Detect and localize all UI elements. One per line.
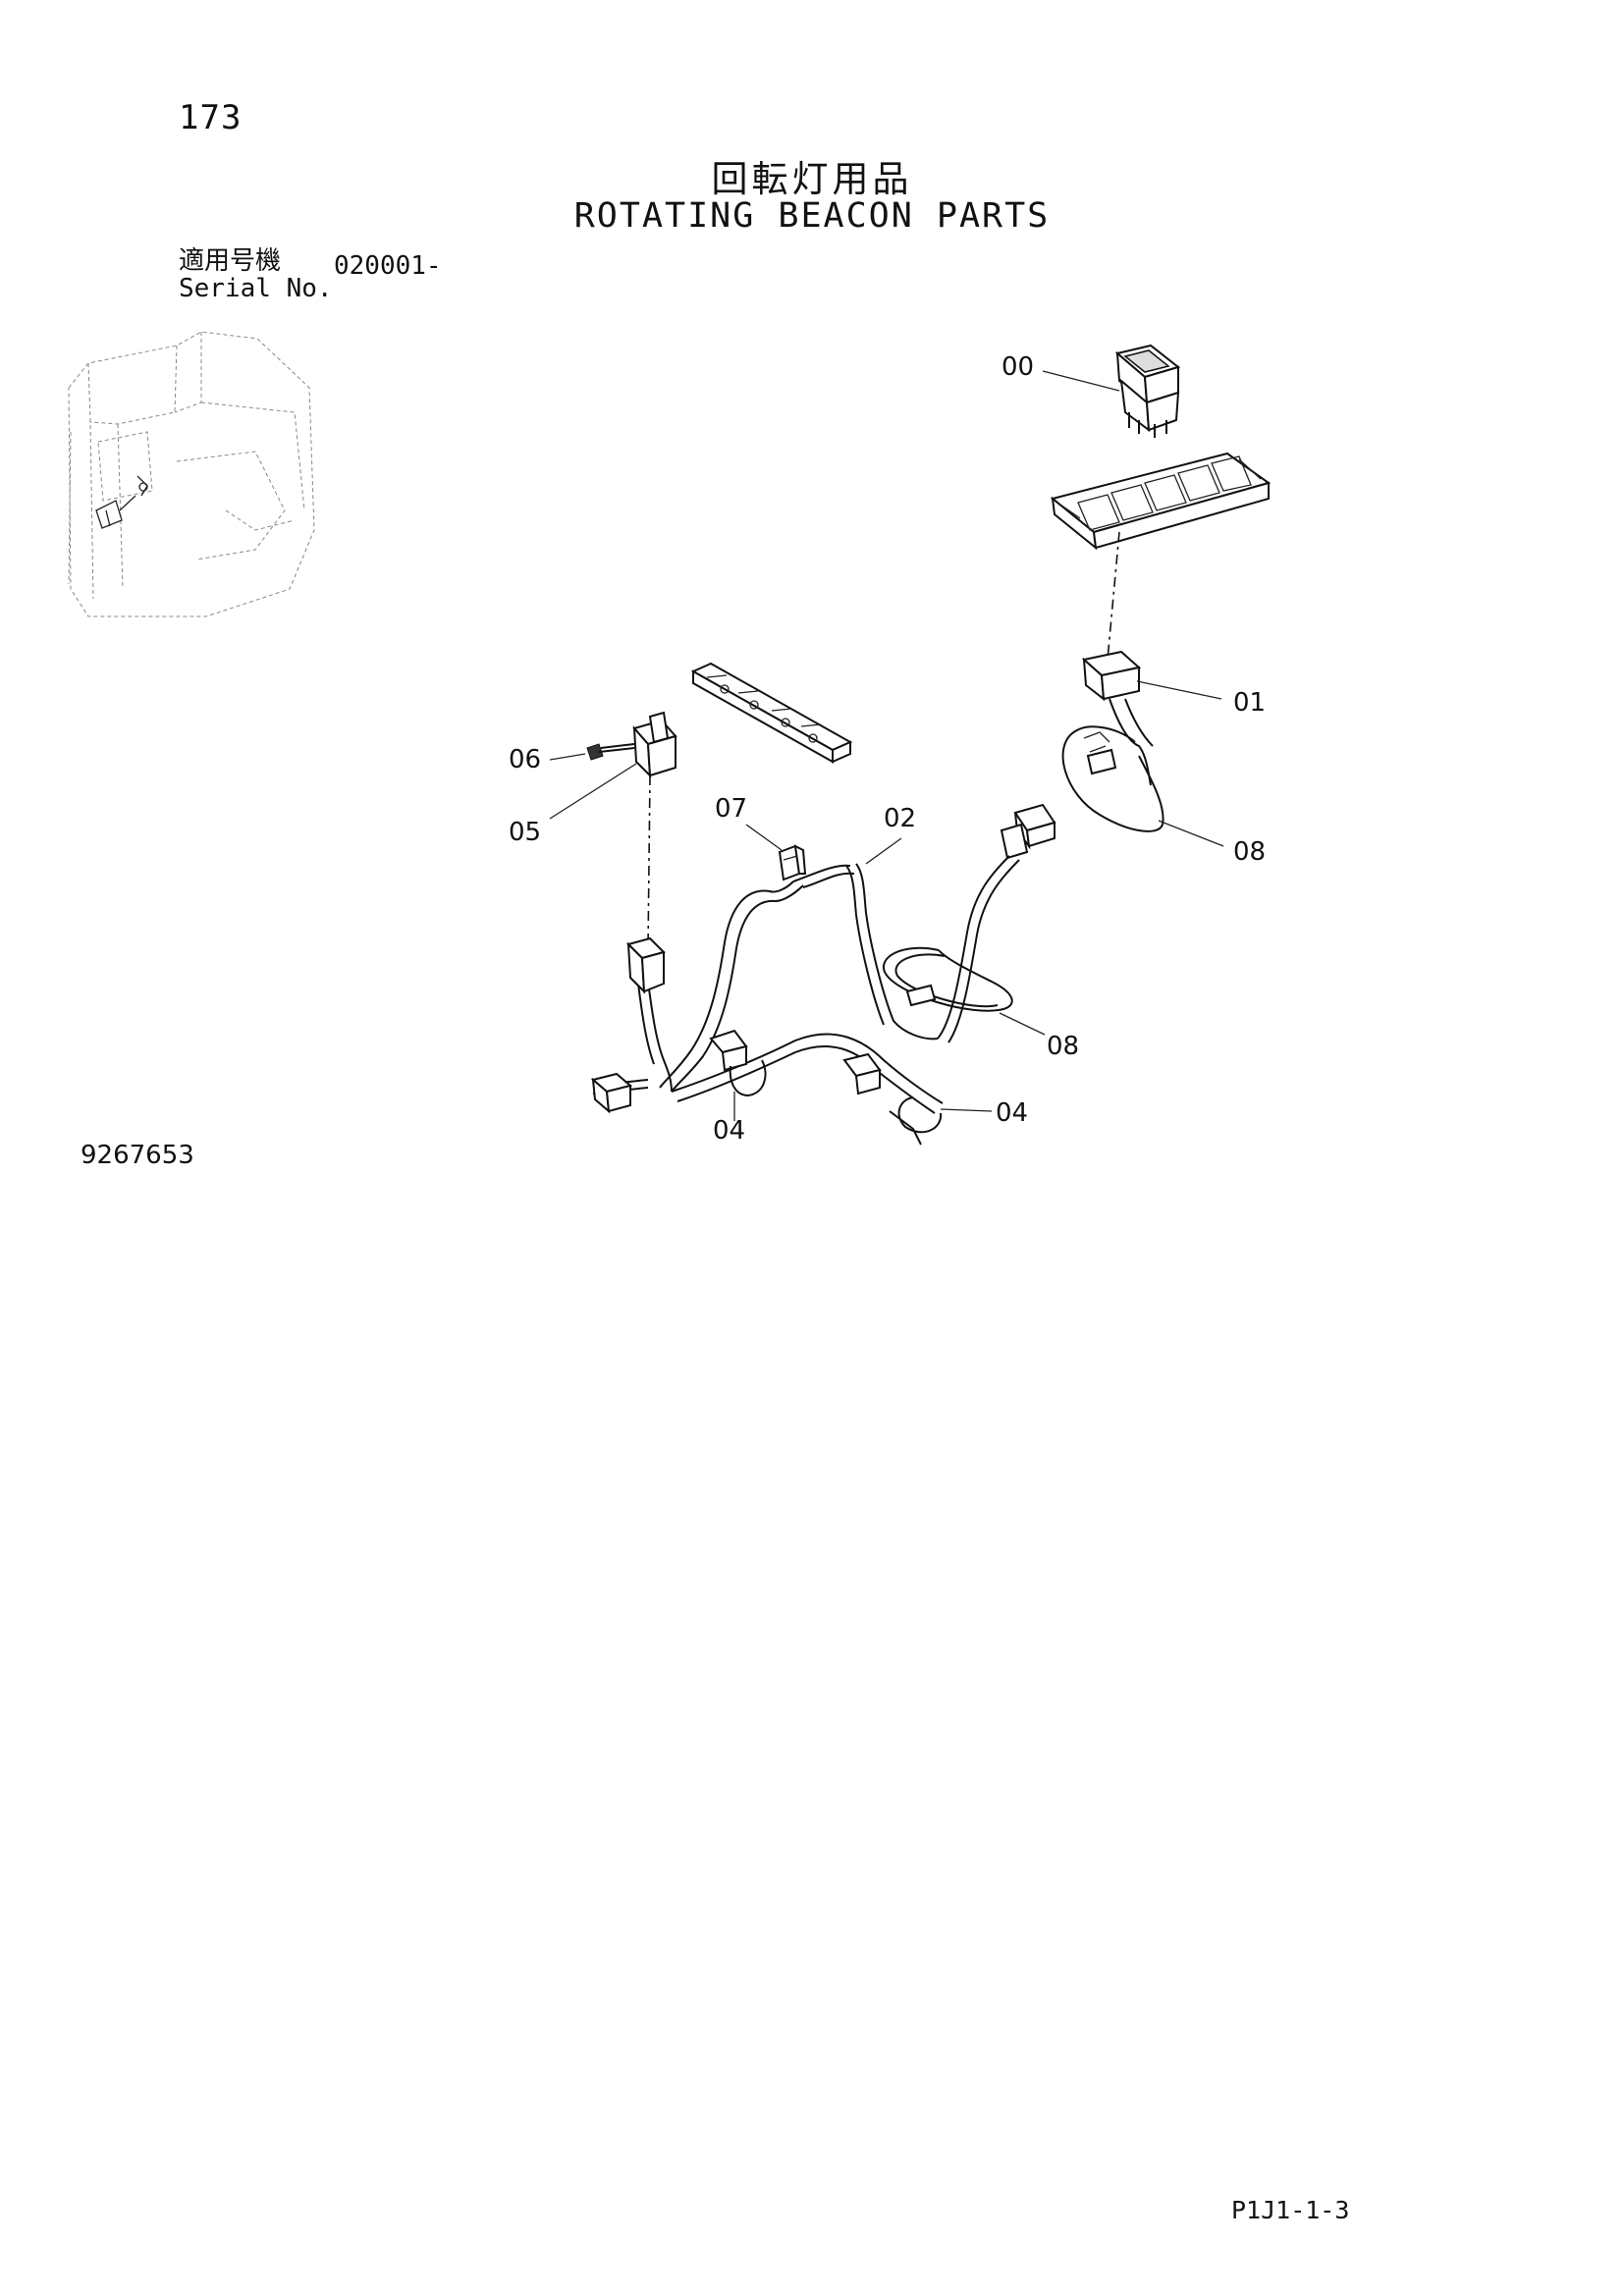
- callout-04-right: 04: [996, 1098, 1028, 1128]
- page-code: P1J1-1-3: [1231, 2196, 1350, 2224]
- page-title-japanese: 回転灯用品: [711, 158, 913, 200]
- callout-08-center: 08: [1047, 1032, 1079, 1061]
- page-title: ROTATING BEACON PARTS: [573, 196, 1051, 236]
- cab-overview-sketch: [68, 331, 315, 617]
- callout-05: 05: [509, 818, 541, 847]
- serial-label-japanese: 適用号機: [179, 246, 282, 276]
- clip-part-07: [778, 844, 807, 881]
- relay-socket-connector: [626, 936, 666, 994]
- serial-label-english: Serial No.: [179, 274, 333, 303]
- band-part-08: [883, 946, 1013, 1012]
- relay-part-05: [632, 711, 677, 778]
- callout-01: 01: [1233, 688, 1266, 718]
- callout-06: 06: [509, 745, 541, 774]
- connector-part-01: [1081, 650, 1142, 702]
- page-number: 173: [179, 98, 243, 137]
- callout-00: 00: [1001, 352, 1034, 382]
- wire-harness-part: [592, 855, 1020, 1114]
- clamp-part-04-right: [842, 1052, 943, 1146]
- switch-panel: [1050, 452, 1272, 551]
- bolt-part-06: [586, 743, 635, 761]
- end-connector-left: [590, 1072, 633, 1114]
- serial-label: 適用号機 Serial No.: [179, 247, 333, 302]
- switch-part: [1114, 344, 1181, 438]
- callout-04-left: 04: [713, 1116, 745, 1146]
- connector-part-right: [1000, 803, 1056, 860]
- callout-02: 02: [884, 804, 916, 833]
- figure-number: 9267653: [81, 1141, 194, 1170]
- callout-08-right: 08: [1233, 837, 1266, 867]
- relay-bracket: [690, 662, 853, 764]
- serial-number-value: 020001-: [334, 251, 442, 281]
- clamp-part-04-left: [709, 1029, 767, 1097]
- callout-07: 07: [715, 794, 747, 824]
